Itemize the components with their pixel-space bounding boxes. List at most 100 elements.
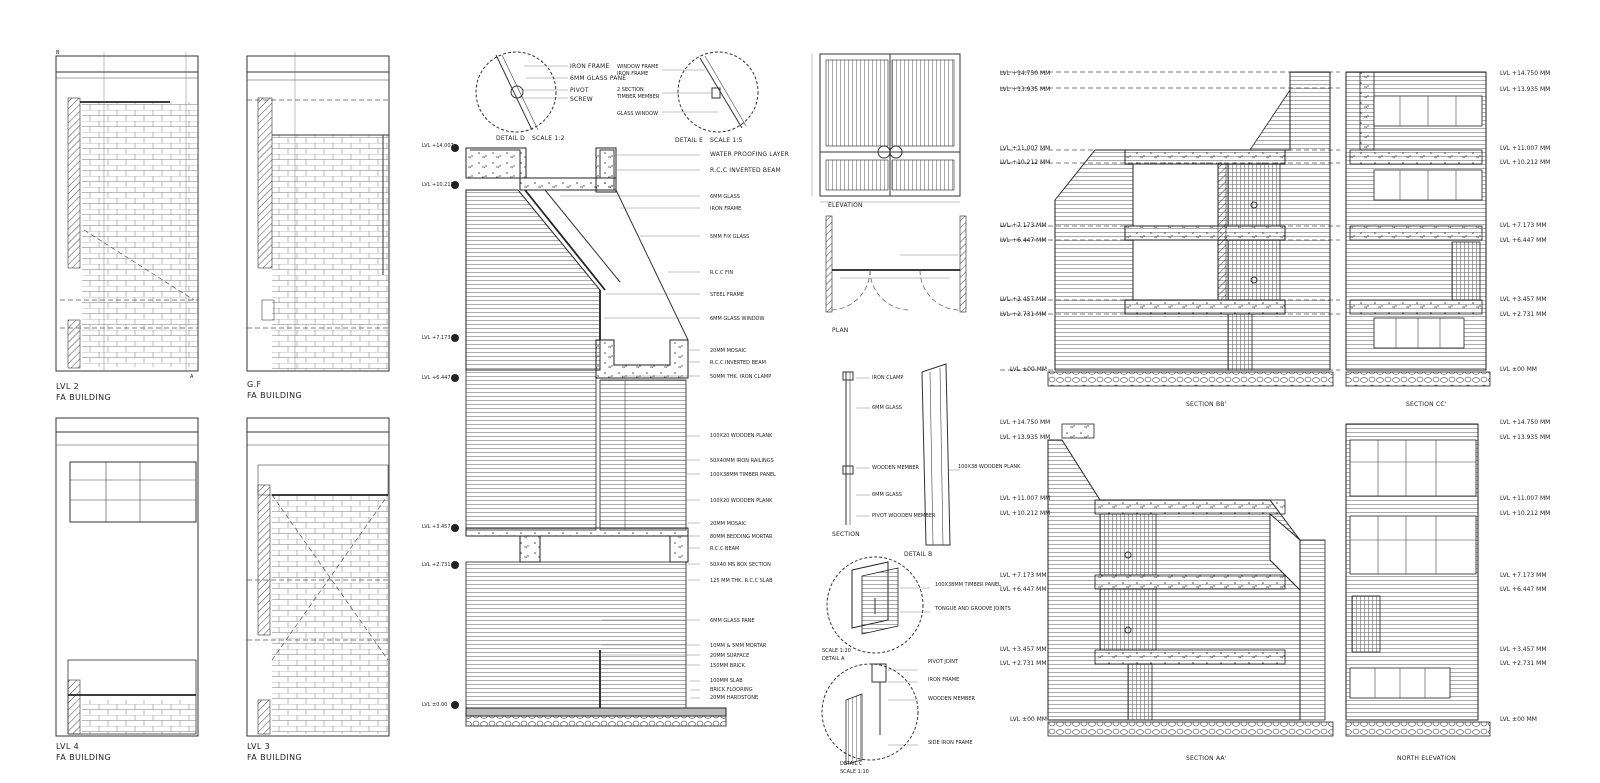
detail-c-circle: PIVOT JOINT IRON FRAME WOODEN MEMBER SID… [821,659,976,775]
lvl-ne-5: LVL +7.173 MM [1500,572,1547,579]
door-section-label: SECTION [832,531,860,538]
ws-note-18: R.C.C BEAM [710,546,739,552]
detail-c-scale: SCALE 1:10 [840,769,869,775]
lvl-bb-1: LVL +14.750 MM [1000,70,1050,77]
lvl-aa-8: LVL +2.731 MM [1000,660,1047,667]
ws-note-4: IRON FRAME [710,206,741,212]
lvl-bb-6: LVL +6.447 MM [1000,237,1047,244]
section-bb-drawing: SECTION BB' [1000,71,1340,408]
panel-lvl3-elevation: LVL 3 FA BUILDING [246,417,390,762]
ws-note-1: WATER PROOFING LAYER [710,151,789,158]
ws-note-17: 80MM BEDDING MORTAR [710,534,773,540]
ws-note-26: BRICK FLOORING [710,687,753,693]
lvl-ne-8: LVL +2.731 MM [1500,660,1547,667]
ws-level-7: LVL ±0.00 [422,702,447,708]
detail-c-title: DETAIL C [840,761,863,767]
wall-section-levels: LVL +14.007 LVL +10.212 LVL +7.173 LVL +… [422,143,459,709]
lvl-aa-4: LVL +10.212 MM [1000,510,1050,517]
detail-c-note-1: PIVOT JOINT [928,659,959,665]
door-note-5: PIVOT WOODEN MEMBER [872,513,936,519]
door-plan: PLAN [825,215,967,334]
lvl-cc-1: LVL +14.750 MM [1500,70,1550,77]
lvl-ne-3: LVL +11.007 MM [1500,495,1550,502]
detail-a-note-1: 100X38MM TIMBER PANEL [935,582,1001,588]
detail-d-title: DETAIL D [496,135,525,142]
door-plan-label: PLAN [832,327,849,334]
detail-a-note-2: TONGUE AND GROOVE JOINTS [934,606,1011,612]
ws-note-7: STEEL FRAME [710,292,744,298]
ws-note-24: 150MM BRICK [710,663,746,669]
detail-a-scale: SCALE 1:20 [822,648,851,654]
ws-note-6: R.C.C FIN [710,270,733,276]
section-bb-label: SECTION BB' [1186,401,1227,408]
lvl-bb-5: LVL +7.173 MM [1000,222,1047,229]
ws-note-8: 6MM GLASS WINDOW [710,316,764,322]
section-cc-label: SECTION CC' [1406,401,1447,408]
ws-note-12: 100X20 WOODEN PLANK [710,433,773,439]
lvl-cc-6: LVL +6.447 MM [1500,237,1547,244]
panel-sub-lvl3: FA BUILDING [247,753,302,762]
lvl-bb-2: LVL +13.935 MM [1000,86,1050,93]
lvl-bb-7: LVL +3.457 MM [1000,296,1047,303]
panel-label-lvl3: LVL 3 [247,742,270,751]
section-levels-left-top: LVL +14.750 MM LVL +13.935 MM LVL +11.00… [1000,70,1050,373]
door-elevation: ELEVATION [811,53,961,209]
door-note-3: WOODEN MEMBER [872,465,920,471]
lvl-bb-9: LVL ±00 MM [1010,366,1047,373]
door-note-2: 6MM GLASS [872,405,902,411]
ws-note-14: 100X38MM TIMBER PANEL [710,472,776,478]
detail-d-note-2: 6MM GLASS PANE [570,75,626,82]
ws-level-1: LVL +14.007 [422,143,454,149]
section-aa-label: SECTION AA' [1186,755,1227,762]
section-aa-drawing: SECTION AA' [1047,423,1334,762]
panel-label-gf: G.F [247,380,262,389]
lvl-cc-3: LVL +11.007 MM [1500,145,1550,152]
lvl-ne-2: LVL +13.935 MM [1500,434,1550,441]
wall-section-notes: WATER PROOFING LAYER R.C.C INVERTED BEAM… [560,151,789,701]
ws-level-4: LVL +6.447 [422,375,451,381]
lvl-bb-3: LVL +11.007 MM [1000,145,1050,152]
ws-note-19: 50X40 MS BOX SECTION [710,562,771,568]
lvl-aa-1: LVL +14.750 MM [1000,419,1050,426]
door-note-1: IRON CLAMP [872,375,903,381]
door-note-4: 6MM GLASS [872,492,902,498]
ws-note-5: 5MM FIX GLASS [710,234,749,240]
detail-a-title: DETAIL A [822,656,845,662]
panel-sub-lvl4: FA BUILDING [56,753,111,762]
lvl-ne-7: LVL +3.457 MM [1500,646,1547,653]
lvl-ne-9: LVL ±00 MM [1500,716,1537,723]
ws-note-22: 10MM & 5MM MORTAR [710,643,767,649]
wall-section-drawing: LVL +14.007 LVL +10.212 LVL +7.173 LVL +… [422,143,789,727]
detail-c-note-2: IRON FRAME [928,677,959,683]
ws-note-21: 6MM GLASS PANE [710,618,755,624]
section-levels-right-bottom: LVL +14.750 MM LVL +13.935 MM LVL +11.00… [1500,419,1550,723]
ws-level-2: LVL +10.212 [422,182,454,188]
lvl-aa-5: LVL +7.173 MM [1000,572,1047,579]
lvl-cc-7: LVL +3.457 MM [1500,296,1547,303]
north-elevation-label: NORTH ELEVATION [1397,755,1456,762]
lvl-cc-4: LVL +10.212 MM [1500,159,1550,166]
ws-note-20: 125 MM THK. R.C.C SLAB [710,578,773,584]
lvl-aa-6: LVL +6.447 MM [1000,586,1047,593]
door-elevation-label: ELEVATION [828,202,863,209]
detail-d-note-1: IRON FRAME [570,63,610,70]
lvl-cc-9: LVL ±00 MM [1500,366,1537,373]
detail-d-note-3: PIVOT [570,87,589,94]
ws-note-16: 20MM MOSAIC [710,521,747,527]
panel-lvl4-elevation: LVL 4 FA BUILDING [55,417,199,762]
lvl-aa-2: LVL +13.935 MM [1000,434,1050,441]
panel-lvl2-elevation: B A LVL 2 FA BUILDING [55,50,199,402]
panel-label-lvl2: LVL 2 [56,382,79,391]
detail-e-scale: SCALE 1:5 [710,137,743,144]
detail-d-scale: SCALE 1:2 [532,135,565,142]
north-elevation-drawing: NORTH ELEVATION [1345,423,1491,762]
detail-e-title: DETAIL E [675,137,703,144]
lvl-ne-4: LVL +10.212 MM [1500,510,1550,517]
lvl-aa-3: LVL +11.007 MM [1000,495,1050,502]
ws-note-27: 20MM HARDSTONE [710,695,758,701]
detail-d-circle: IRON FRAME 6MM GLASS PANE PIVOT SCREW DE… [475,51,626,142]
ws-note-15: 100X20 WOODEN PLANK [710,498,773,504]
ws-note-13: 50X40MM IRON RAILINGS [710,458,774,464]
grid-a-lvl2: A [190,374,194,380]
